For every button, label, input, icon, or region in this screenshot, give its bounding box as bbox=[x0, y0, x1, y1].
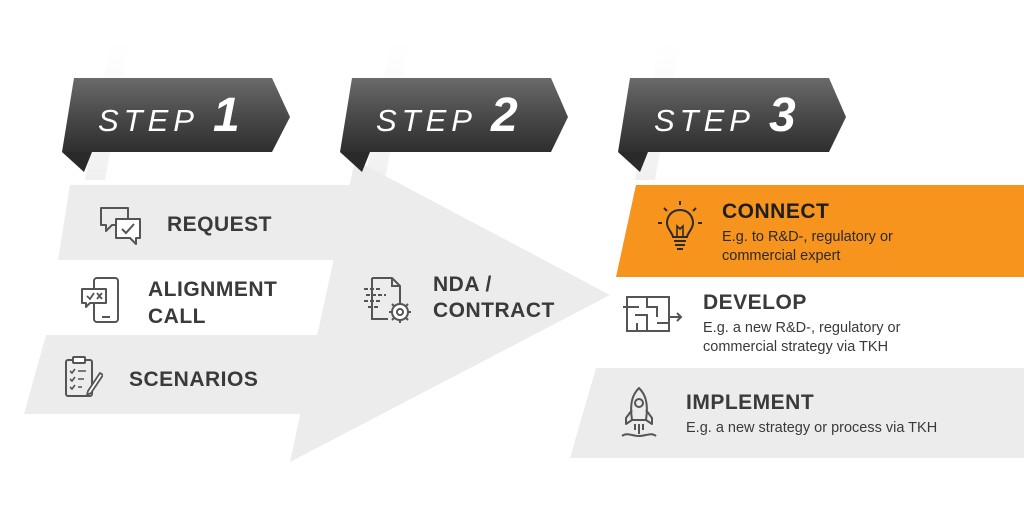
step3-word: STEP bbox=[654, 103, 755, 138]
alignment-label-line1: ALIGNMENT bbox=[148, 278, 278, 301]
scenarios-row-bg bbox=[24, 335, 336, 414]
connect-row-bg bbox=[616, 185, 1024, 277]
step3-banner bbox=[618, 78, 846, 172]
alignment-label-line2: CALL bbox=[148, 305, 206, 328]
step1-word: STEP bbox=[98, 103, 199, 138]
alignment-row-bg bbox=[46, 260, 348, 335]
connect-desc-line2: commercial expert bbox=[722, 248, 841, 264]
implement-label: IMPLEMENT bbox=[686, 391, 815, 414]
step3-label: STEP 3 bbox=[654, 88, 796, 143]
document-gear-icon bbox=[364, 277, 411, 323]
step1-number: 1 bbox=[212, 89, 240, 142]
implement-row-bg bbox=[570, 368, 1024, 458]
lightbulb-icon bbox=[658, 201, 702, 250]
rocket-icon bbox=[621, 387, 657, 438]
chat-check-icon bbox=[100, 207, 141, 245]
maze-icon bbox=[623, 296, 683, 332]
clipboard-checklist-icon bbox=[65, 356, 103, 397]
scenarios-label: SCENARIOS bbox=[129, 368, 259, 391]
nda-label-line1: NDA / bbox=[433, 273, 492, 296]
implement-desc-line1: E.g. a new strategy or process via TKH bbox=[686, 420, 938, 436]
develop-row-bg bbox=[596, 277, 1024, 368]
connect-label: CONNECT bbox=[722, 200, 830, 223]
step2-label: STEP 2 bbox=[376, 88, 518, 143]
step3-panel bbox=[570, 185, 1024, 458]
step2-number: 2 bbox=[490, 89, 518, 142]
develop-desc-line1: E.g. a new R&D-, regulatory or bbox=[703, 320, 901, 336]
step2-word: STEP bbox=[376, 103, 477, 138]
phone-chat-icon bbox=[81, 277, 119, 323]
step3-number: 3 bbox=[768, 89, 796, 142]
nda-label-line2: CONTRACT bbox=[433, 299, 555, 322]
step2-arrow bbox=[290, 160, 610, 462]
request-label: REQUEST bbox=[167, 213, 273, 236]
step2-banner bbox=[340, 78, 568, 172]
connect-desc-line1: E.g. to R&D-, regulatory or bbox=[722, 229, 893, 245]
step1-banner bbox=[62, 78, 290, 172]
develop-desc-line2: commercial strategy via TKH bbox=[703, 339, 889, 355]
step1-label: STEP 1 bbox=[98, 88, 240, 143]
develop-label: DEVELOP bbox=[703, 291, 807, 314]
